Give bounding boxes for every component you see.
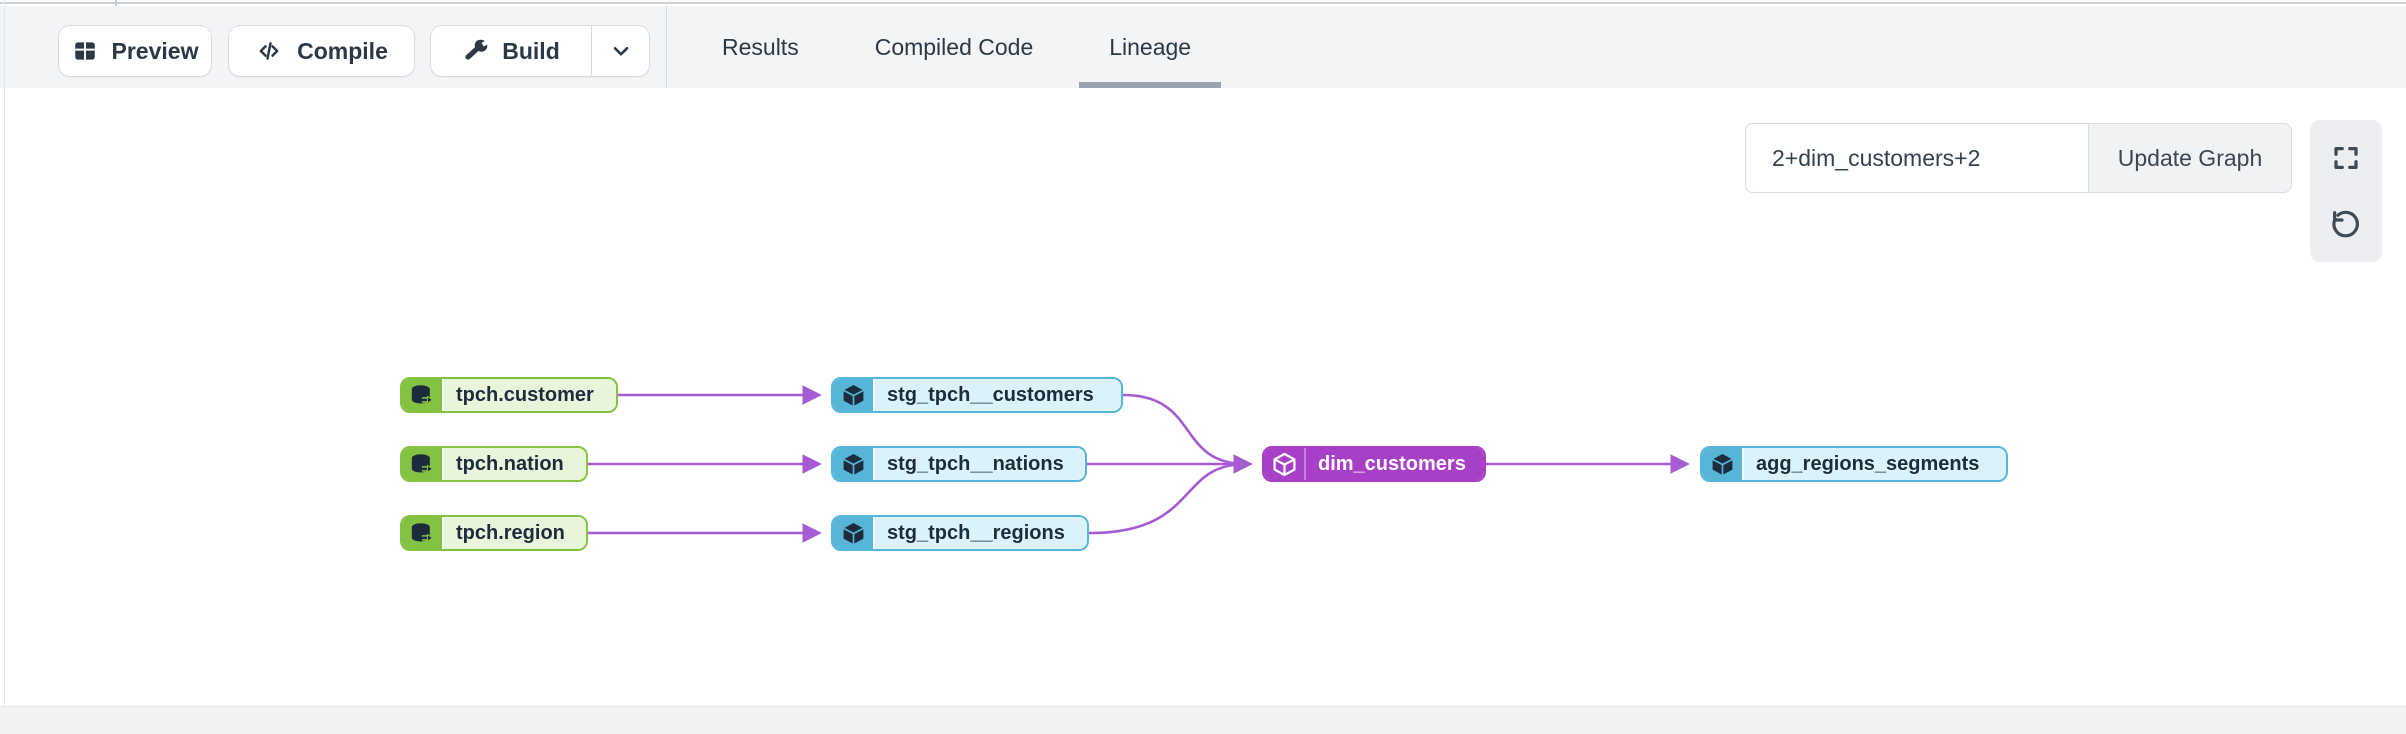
database-icon xyxy=(402,517,442,549)
graph-controls-panel xyxy=(2310,120,2382,262)
node-label: stg_tpch__nations xyxy=(873,448,1085,480)
tab-results-label: Results xyxy=(722,33,799,60)
update-graph-button[interactable]: Update Graph xyxy=(2088,123,2292,193)
cube-icon xyxy=(1264,448,1304,480)
result-tabs: Results Compiled Code Lineage xyxy=(684,6,1229,88)
reset-view-button[interactable] xyxy=(2326,204,2366,244)
hammer-icon xyxy=(465,39,488,60)
toolbar-divider xyxy=(666,6,667,88)
lineage-node-agg-regions-segments[interactable]: agg_regions_segments xyxy=(1700,446,2008,482)
pane-left-border xyxy=(4,0,5,734)
toolbar: Preview Compile Build R xyxy=(0,6,2406,88)
lineage-node-tpch-customer[interactable]: tpch.customer xyxy=(400,377,618,413)
build-button-label: Build xyxy=(502,37,560,64)
preview-button[interactable]: Preview xyxy=(58,25,212,77)
tab-compiled-code-label: Compiled Code xyxy=(874,33,1034,60)
lineage-node-stg-tpch-regions[interactable]: stg_tpch__regions xyxy=(831,515,1089,551)
selector-input[interactable] xyxy=(1745,123,2089,193)
pane-bottom-strip xyxy=(0,706,2406,734)
pane-divider-tick xyxy=(115,0,117,6)
node-label: tpch.customer xyxy=(442,379,616,411)
compile-button[interactable]: Compile xyxy=(228,25,415,77)
lineage-node-stg-tpch-nations[interactable]: stg_tpch__nations xyxy=(831,446,1087,482)
pane-top-border xyxy=(0,0,2406,6)
tab-active-underline xyxy=(1079,82,1222,88)
cube-icon xyxy=(833,517,873,549)
update-graph-label: Update Graph xyxy=(2117,144,2263,171)
build-split-button: Build xyxy=(430,25,650,77)
tab-lineage-label: Lineage xyxy=(1109,33,1192,60)
lineage-node-tpch-nation[interactable]: tpch.nation xyxy=(400,446,588,482)
model-selector: Update Graph xyxy=(1745,123,2292,193)
node-label: tpch.nation xyxy=(442,448,586,480)
lineage-node-tpch-region[interactable]: tpch.region xyxy=(400,515,588,551)
lineage-node-stg-tpch-customers[interactable]: stg_tpch__customers xyxy=(831,377,1123,413)
node-label: stg_tpch__customers xyxy=(873,379,1121,411)
node-label: agg_regions_segments xyxy=(1742,448,2006,480)
build-button[interactable]: Build xyxy=(431,26,591,76)
tab-lineage[interactable]: Lineage xyxy=(1071,6,1229,88)
cube-icon xyxy=(833,379,873,411)
lineage-node-dim-customers[interactable]: dim_customers xyxy=(1262,446,1486,482)
node-label: tpch.region xyxy=(442,517,586,549)
tab-results[interactable]: Results xyxy=(684,6,837,88)
node-label: stg_tpch__regions xyxy=(873,517,1087,549)
cube-icon xyxy=(1702,448,1742,480)
code-icon xyxy=(259,42,279,60)
database-icon xyxy=(402,379,442,411)
build-dropdown-button[interactable] xyxy=(591,26,649,76)
preview-button-label: Preview xyxy=(111,37,199,64)
fullscreen-button[interactable] xyxy=(2326,138,2366,178)
tab-compiled-code[interactable]: Compiled Code xyxy=(837,6,1072,88)
fullscreen-icon xyxy=(2334,147,2358,169)
cube-icon xyxy=(833,448,873,480)
compile-button-label: Compile xyxy=(297,37,388,64)
rotate-ccw-icon xyxy=(2332,210,2359,238)
database-icon xyxy=(402,448,442,480)
chevron-down-icon xyxy=(613,46,628,56)
table-grid-icon xyxy=(74,42,95,60)
node-label: dim_customers xyxy=(1304,448,1484,480)
